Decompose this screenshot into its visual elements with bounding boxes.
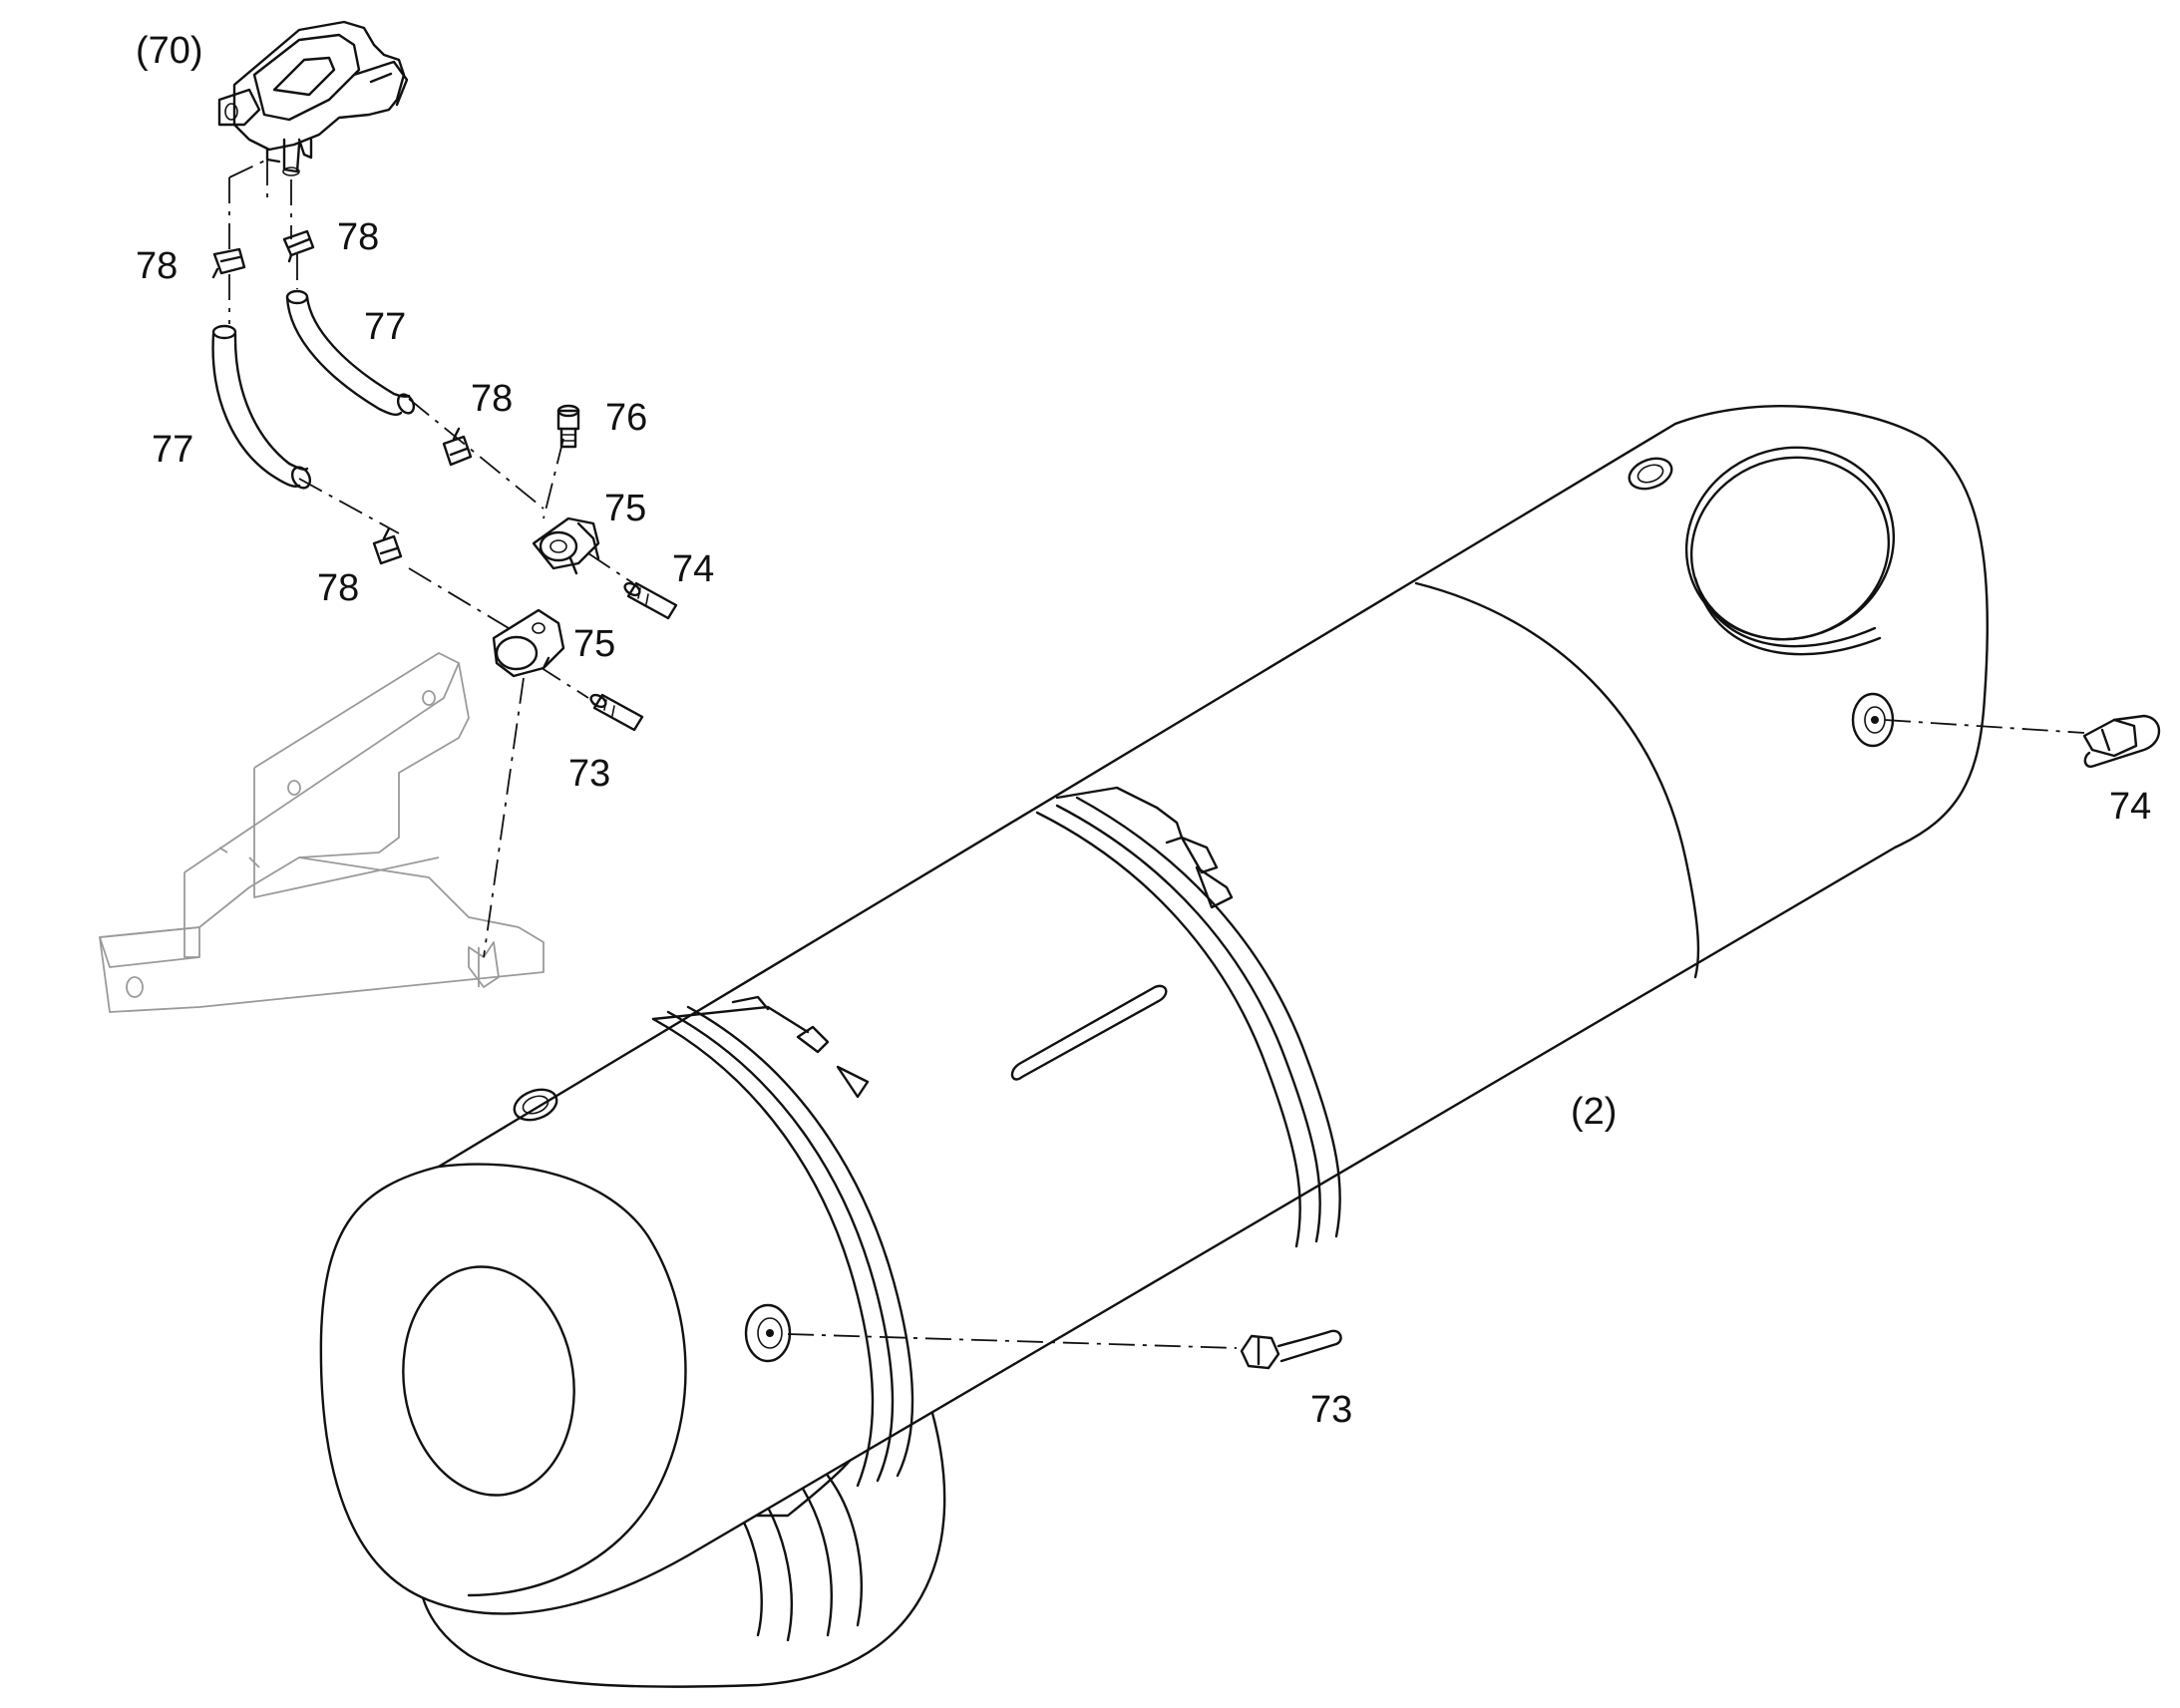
- callout-clip-78-mid: 78: [471, 378, 514, 420]
- callout-pin-74-upper: 74: [672, 548, 715, 590]
- callout-clip-78-left: 78: [136, 245, 179, 287]
- bolt-76: [556, 404, 580, 449]
- hose-77-left: [211, 324, 312, 490]
- callout-sensor-70: (70): [136, 30, 203, 72]
- callout-hose-77-right: 77: [364, 306, 407, 348]
- port-73-boss: [744, 1303, 792, 1363]
- callout-bolt-76: 76: [605, 397, 648, 439]
- clamp-band-front: [651, 1017, 875, 1488]
- callout-clip-78-low: 78: [317, 567, 360, 609]
- hose-clip-78-mid: [442, 427, 473, 467]
- pressure-sensor: [217, 20, 409, 176]
- inlet-opening: [402, 1265, 575, 1497]
- callout-bracket-75-lower: 75: [573, 623, 616, 665]
- callout-pin-73-lower: 73: [568, 753, 611, 795]
- callout-hose-77-left: 77: [152, 429, 194, 471]
- callout-fitting-73: 73: [1310, 1389, 1353, 1431]
- section-seam: [1414, 581, 1700, 979]
- pipe-fitting-73: [1240, 1329, 1342, 1370]
- pipe-pin-73-lower: [589, 693, 644, 732]
- sensor-boss-top: [1628, 457, 1673, 491]
- hose-77-right: [285, 289, 416, 417]
- callout-clip-78-right: 78: [337, 216, 380, 258]
- mounting-bracket-ghost: [99, 652, 545, 1013]
- sensor-boss-front: [513, 1088, 558, 1122]
- clamp-bracket-75-lower: [492, 608, 565, 678]
- hose-clip-78-right-top: [282, 229, 315, 263]
- right-end-port: [1684, 446, 1896, 656]
- clamp-band-rear: [1035, 811, 1301, 1248]
- silencer-body: [319, 405, 1990, 1615]
- clamp-bracket-75-upper: [532, 516, 600, 575]
- body-slot: [1010, 984, 1168, 1081]
- hose-clip-78-left-top: [211, 247, 246, 279]
- callout-fitting-74: 74: [2109, 786, 2152, 828]
- pipe-fitting-74: [2082, 714, 2161, 768]
- callout-bracket-75-upper: 75: [604, 488, 647, 529]
- hose-clip-78-low: [372, 526, 403, 565]
- silencer-assembly: [319, 405, 1990, 1688]
- pipe-pin-74-upper: [623, 581, 678, 620]
- left-end-face: [437, 1163, 687, 1597]
- callout-silencer-2: (2): [1571, 1091, 1618, 1133]
